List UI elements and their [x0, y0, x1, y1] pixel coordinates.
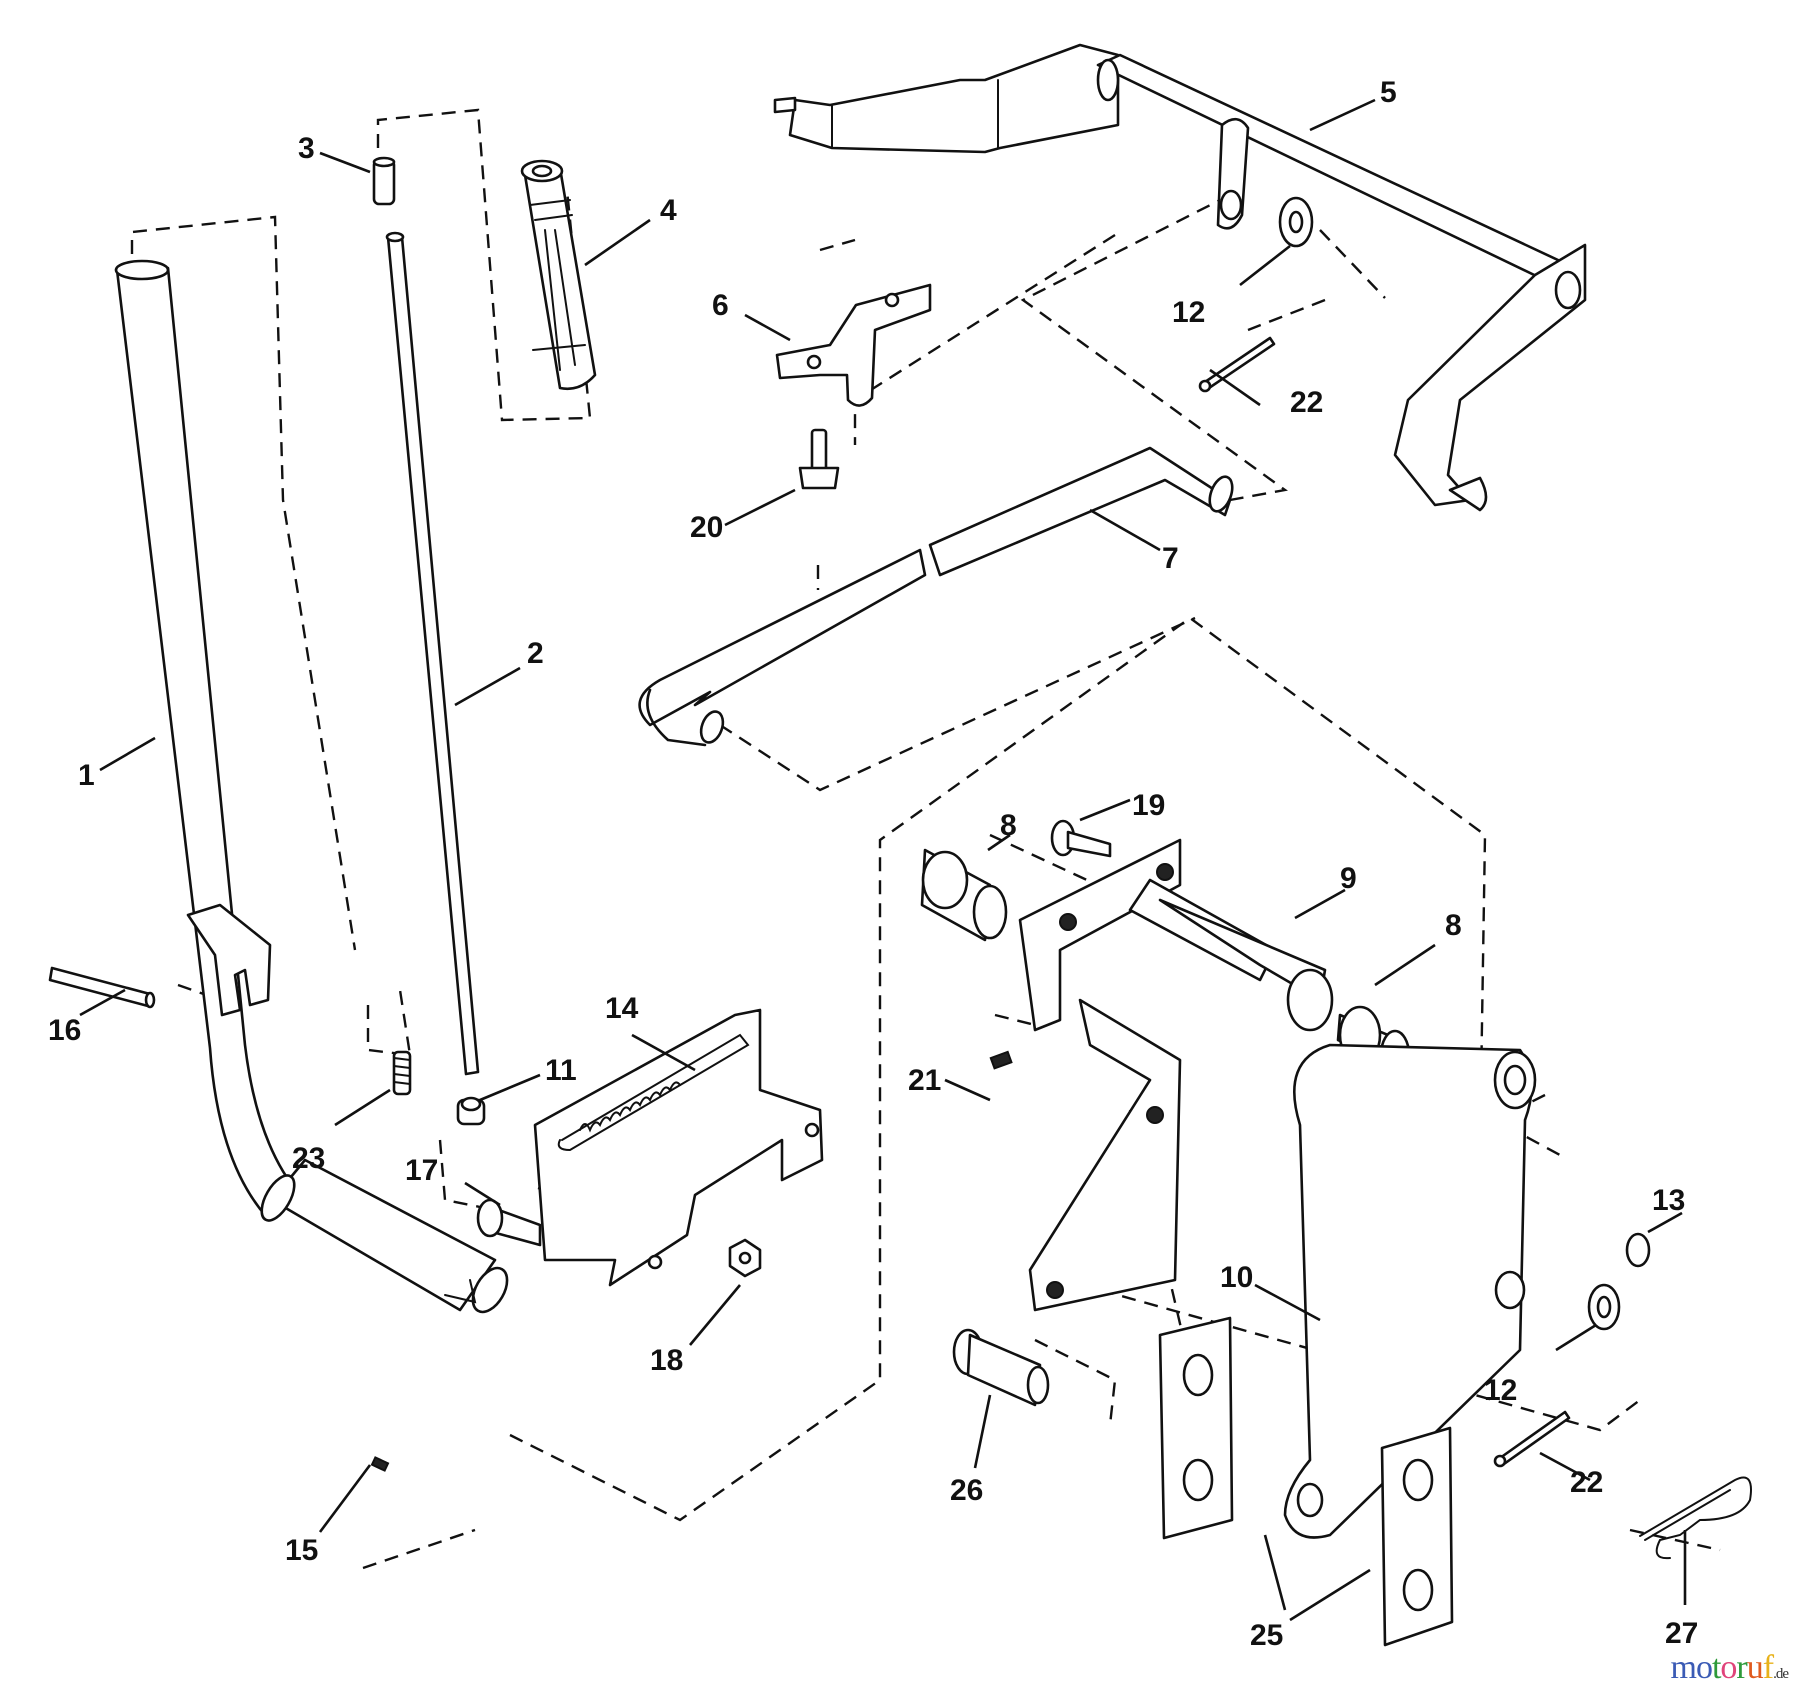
callout-8-upper: 8: [1000, 809, 1017, 842]
watermark-logo-text: motoruf: [1670, 1649, 1775, 1686]
watermark-letter: t: [1711, 1649, 1722, 1686]
callout-7: 7: [1162, 542, 1179, 575]
watermark-letter: r: [1736, 1649, 1747, 1686]
callout-22-lower: 22: [1570, 1466, 1603, 1499]
part-22-cotter-pin-lower: [1493, 1410, 1571, 1468]
part-25-link-plate-left: [1158, 1316, 1234, 1540]
watermark-letter: m: [1670, 1649, 1697, 1686]
watermark-letter: f: [1762, 1649, 1774, 1686]
part-11-collar: [456, 1096, 486, 1126]
part-6-bracket: [775, 283, 932, 407]
part-22-cotter-pin-upper: [1198, 336, 1276, 393]
motoruf-watermark: motoruf.de: [1670, 1649, 1789, 1687]
part-10-lift-arm: [1283, 1043, 1537, 1539]
callout-12-lower: 12: [1484, 1374, 1517, 1407]
callout-6: 6: [712, 289, 729, 322]
part-3-button-cap: [372, 156, 396, 206]
callout-2: 2: [527, 637, 544, 670]
callout-14: 14: [605, 992, 639, 1025]
callout-21: 21: [908, 1064, 941, 1097]
callout-16: 16: [48, 1014, 81, 1047]
part-5-lift-shaft: [773, 43, 1587, 512]
callout-22-upper: 22: [1290, 386, 1323, 419]
leader-lines: [79, 98, 1687, 1622]
part-17-bolt: [476, 1198, 542, 1247]
part-15-key: [370, 1456, 390, 1472]
callout-11: 11: [545, 1054, 577, 1087]
part-7-link-rod: [638, 446, 1234, 747]
callout-13: 13: [1652, 1184, 1685, 1217]
callout-4: 4: [660, 194, 677, 227]
callout-18: 18: [650, 1344, 683, 1377]
part-8-bushing-upper: [920, 848, 1008, 942]
part-12-washer-lower: [1587, 1283, 1621, 1331]
part-2-release-rod: [385, 231, 480, 1076]
part-16-pin: [48, 966, 156, 1009]
part-18-lock-nut: [728, 1238, 762, 1278]
watermark-letter: o: [1720, 1649, 1737, 1686]
callout-26: 26: [950, 1474, 983, 1507]
callout-20: 20: [690, 511, 723, 544]
callout-1: 1: [78, 759, 95, 792]
watermark-letter: o: [1695, 1649, 1713, 1686]
watermark-letter: u: [1746, 1649, 1764, 1686]
callout-27: 27: [1665, 1617, 1698, 1650]
part-23-spring: [392, 1050, 412, 1096]
part-9-pivot-bracket: [1018, 838, 1334, 1312]
callout-9: 9: [1340, 862, 1357, 895]
part-26-clevis-pin: [952, 1328, 1050, 1407]
watermark-tld: .de: [1773, 1666, 1789, 1682]
part-25-link-plate-right: [1380, 1426, 1454, 1647]
part-27-hair-pin-clip: [1639, 1476, 1752, 1560]
callout-15: 15: [285, 1534, 318, 1567]
callout-8-lower: 8: [1445, 909, 1462, 942]
callout-10: 10: [1220, 1261, 1253, 1294]
part-12-washer-upper: [1278, 196, 1314, 248]
part-4-handle-grip: [520, 159, 597, 390]
callout-23: 23: [292, 1142, 325, 1175]
callout-25: 25: [1250, 1619, 1283, 1652]
callout-12-upper: 12: [1172, 296, 1205, 329]
callout-labels: 1 2 3 4 5 6 7 8 8 9 10 11 12 12 13 14 15…: [48, 76, 1698, 1652]
part-1-lift-lever: [114, 259, 509, 1314]
part-13-retaining-ring: [1625, 1232, 1651, 1268]
part-20-screw: [798, 428, 840, 490]
part-21-set-screw: [989, 1050, 1013, 1070]
callout-19: 19: [1132, 789, 1165, 822]
callout-3: 3: [298, 132, 315, 165]
callout-5: 5: [1380, 76, 1397, 109]
callout-17: 17: [405, 1154, 438, 1187]
part-19-screw: [1050, 819, 1112, 858]
part-14-quadrant-plate: [533, 1008, 824, 1287]
